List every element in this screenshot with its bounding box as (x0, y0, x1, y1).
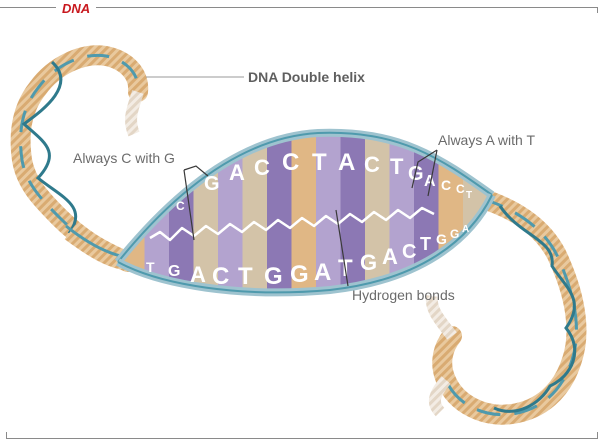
bottom-strand-base: A (382, 244, 398, 269)
bottom-strand-base: T (146, 259, 155, 275)
top-strand-base: T (312, 149, 327, 176)
label-always-a-with-t: Always A with T (438, 132, 535, 148)
frame-bottom-line (6, 438, 598, 439)
base-pair-column (438, 132, 464, 293)
bottom-strand-base: G (264, 263, 283, 290)
bottom-strand-base: C (402, 241, 416, 263)
bottom-backbone-edge (117, 194, 493, 294)
top-strand-base: C (364, 152, 380, 177)
bottom-strand-base: G (450, 227, 459, 241)
frame-top-line (0, 7, 598, 8)
figure-title: DNA (62, 1, 91, 16)
bottom-strand-base: A (462, 224, 469, 235)
frame-corner-tick (6, 432, 7, 439)
top-strand-base: C (254, 155, 270, 180)
bottom-strand-base: A (314, 259, 331, 286)
base-pair-column (365, 132, 390, 293)
bottom-strand-base: A (190, 262, 206, 287)
frame-corner-tick (597, 432, 598, 439)
top-backbone-edge (117, 131, 493, 263)
bottom-strand-base: T (238, 263, 253, 290)
label-always-c-with-g: Always C with G (73, 150, 175, 166)
lower-right-coil (425, 188, 587, 425)
at-leader-line (411, 149, 438, 189)
top-strand-base: C (456, 182, 465, 196)
bottom-strand-letters: TGACTGGATGACTGGA (146, 224, 469, 290)
base-pair-column (120, 132, 145, 293)
bottom-strand-base: C (212, 263, 229, 290)
bottom-strand-base: T (420, 234, 431, 254)
bottom-strand-base: G (168, 263, 180, 280)
label-dna-double-helix: DNA Double helix (248, 69, 365, 85)
at-leader-line-b (427, 149, 438, 197)
top-strand-base: A (424, 173, 436, 190)
top-strand-base: A (338, 149, 355, 176)
base-pair-column (291, 132, 317, 293)
figure-title-wrap: DNA (56, 0, 97, 18)
label-hydrogen-bonds: Hydrogen bonds (352, 287, 455, 303)
top-strand-base: A (229, 160, 245, 185)
cg-leader-line-b (183, 169, 195, 241)
base-pair-column (267, 132, 292, 293)
top-strand-base: C (441, 177, 451, 193)
hbond-leader-line (335, 209, 349, 287)
top-strand-base: T (466, 190, 472, 201)
base-pair-column (242, 132, 268, 293)
bottom-strand-base: G (290, 261, 309, 288)
cg-leader-line (183, 165, 209, 177)
top-strand-base: C (282, 149, 299, 176)
frame-corner-tick (597, 7, 598, 13)
top-strand-base: T (390, 154, 404, 179)
bottom-strand-base: G (360, 250, 377, 275)
top-strand-base: C (176, 199, 185, 213)
bottom-strand-base: G (436, 231, 447, 247)
top-strand-base: G (204, 173, 220, 195)
